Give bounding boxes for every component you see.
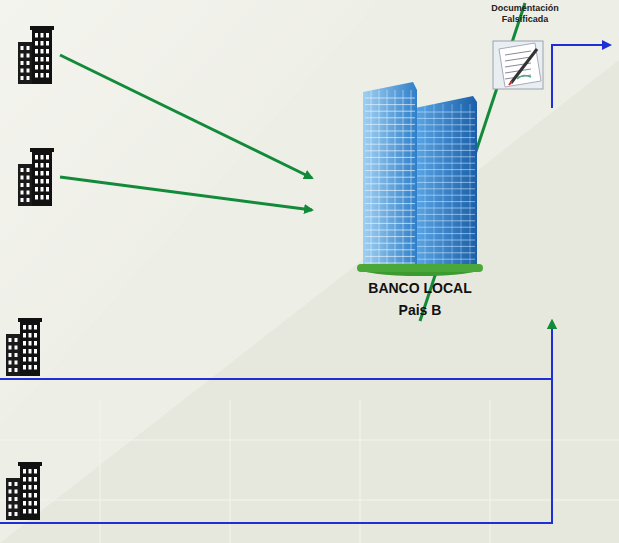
- bank-building-icon: [355, 82, 485, 277]
- inflow-arrow: [60, 177, 312, 210]
- building-icon: [16, 148, 56, 206]
- bank-label: BANCO LOCAL: [310, 277, 530, 299]
- outflow-connector: [0, 321, 552, 523]
- faint-grid: [0, 400, 619, 543]
- outflow-connector: [0, 321, 552, 379]
- building-icon: [4, 462, 44, 520]
- bank-label: Pais B: [310, 299, 530, 321]
- company-building: [4, 318, 46, 376]
- building-icon: [16, 26, 56, 84]
- outflow-arrowhead: [602, 40, 612, 50]
- building-icon: [4, 318, 44, 376]
- company-building: [4, 462, 46, 520]
- company-building: [16, 148, 58, 206]
- outflow-line: [552, 45, 604, 108]
- document-label: Documentación Falsificada: [485, 3, 565, 25]
- document-node: Documentación Falsificada: [485, 3, 565, 95]
- company-building: [16, 26, 58, 84]
- bank-node: BANCO LOCALPais B: [310, 82, 530, 321]
- document-icon: [489, 35, 549, 95]
- inflow-arrow: [60, 55, 312, 178]
